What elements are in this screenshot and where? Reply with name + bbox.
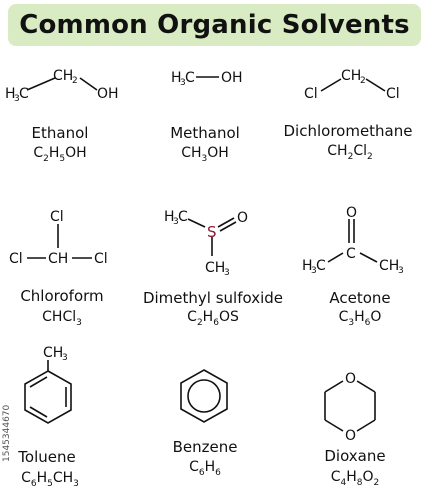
dioxane-atom-o-top: O bbox=[345, 371, 356, 387]
dmso-atom-h: H bbox=[164, 209, 175, 225]
acetone-atom-c-left: C bbox=[316, 258, 326, 274]
toluene-formula: C6H5CH3 bbox=[21, 470, 79, 489]
dichloromethane-name: Dichloromethane bbox=[283, 122, 413, 140]
dmso-atom-ch: CH bbox=[205, 260, 225, 276]
methanol-atom-oh: OH bbox=[221, 70, 243, 86]
ethanol-name: Ethanol bbox=[31, 124, 89, 142]
dioxane-bond-6 bbox=[356, 380, 376, 393]
acetone-atom-c-center: C bbox=[346, 246, 356, 262]
acetone-atom-o: O bbox=[346, 205, 357, 221]
dcm-atom-ch: CH bbox=[341, 68, 361, 84]
methanol-atom-h-sub: 3 bbox=[180, 78, 186, 88]
dioxane-name: Dioxane bbox=[324, 447, 386, 465]
acetone-atom-h: H bbox=[302, 258, 313, 274]
dcm-atom-cl-left: Cl bbox=[304, 86, 318, 102]
page-title: Common Organic Solvents bbox=[19, 10, 410, 40]
dmso-atom-ch-sub: 3 bbox=[224, 268, 230, 278]
ethanol-atom-h: H bbox=[5, 86, 16, 102]
chloroform-formula: CHCl3 bbox=[42, 309, 82, 328]
watermark-id: 1545344670 bbox=[2, 404, 12, 462]
dmso-name: Dimethyl sulfoxide bbox=[142, 289, 284, 307]
dioxane-formula: C4H8O2 bbox=[330, 469, 380, 488]
acetone-name: Acetone bbox=[329, 289, 391, 307]
title-banner: Common Organic Solvents bbox=[8, 4, 421, 46]
ethanol-bond-1 bbox=[26, 77, 56, 91]
chloroform-name: Chloroform bbox=[20, 287, 104, 305]
toluene-db-2 bbox=[29, 406, 48, 418]
toluene-db-3 bbox=[29, 376, 48, 388]
acetone-bond-right bbox=[359, 252, 378, 263]
dioxane-bond-4 bbox=[356, 419, 376, 432]
chloroform-atom-cl-left: Cl bbox=[9, 251, 23, 267]
ethanol-atom-oh: OH bbox=[97, 86, 119, 102]
chloroform-atom-cl-top: Cl bbox=[50, 209, 64, 225]
acetone-atom-h-sub: 3 bbox=[311, 266, 317, 276]
ethanol-atom-c: C bbox=[19, 86, 29, 102]
methanol-atom-c: C bbox=[185, 70, 195, 86]
ethanol-bond-2 bbox=[79, 77, 98, 91]
dmso-bond-s-o-a bbox=[217, 217, 235, 228]
dmso-formula: C2H6OS bbox=[187, 309, 239, 328]
ethanol-atom-ch: CH bbox=[53, 68, 73, 84]
dcm-bond-1 bbox=[320, 78, 342, 92]
benzene-formula: C6H6 bbox=[189, 459, 221, 478]
toluene-atom-ch: CH bbox=[43, 345, 63, 361]
dichloromethane-formula: CH2Cl2 bbox=[327, 143, 373, 162]
chloroform-atom-cl-right: Cl bbox=[94, 251, 108, 267]
toluene-name: Toluene bbox=[18, 448, 76, 466]
ethanol-atom-h-sub: 3 bbox=[14, 94, 20, 104]
dcm-bond-2 bbox=[365, 78, 386, 92]
dmso-bond-s-o-b bbox=[219, 221, 237, 232]
dmso-bond-1 bbox=[187, 218, 206, 228]
toluene-atom-ch-sub: 3 bbox=[62, 353, 68, 363]
dioxane-bond-3 bbox=[324, 419, 344, 432]
methanol-name: Methanol bbox=[170, 124, 240, 142]
toluene-ring bbox=[24, 370, 72, 424]
benzene-ring bbox=[180, 369, 228, 423]
chloroform-atom-ch: CH bbox=[48, 251, 68, 267]
ethanol-formula: C2H5OH bbox=[33, 145, 87, 164]
acetone-atom-ch: CH bbox=[379, 258, 399, 274]
dmso-atom-c: C bbox=[178, 209, 188, 225]
benzene-circle bbox=[187, 379, 221, 413]
dioxane-atom-o-bottom: O bbox=[345, 428, 356, 444]
acetone-formula: C3H6O bbox=[338, 309, 382, 328]
dmso-atom-h-sub: 3 bbox=[173, 217, 179, 227]
dcm-atom-cl-right: Cl bbox=[386, 86, 400, 102]
methanol-atom-h: H bbox=[171, 70, 182, 86]
ethanol-atom-ch-sub: 2 bbox=[72, 76, 78, 86]
dmso-atom-s: S bbox=[207, 223, 217, 241]
benzene-name: Benzene bbox=[172, 438, 238, 456]
acetone-atom-ch-sub: 3 bbox=[398, 266, 404, 276]
acetone-bond-left bbox=[327, 252, 344, 263]
dmso-atom-o: O bbox=[237, 210, 248, 226]
methanol-formula: CH3OH bbox=[181, 145, 229, 164]
dioxane-bond-1 bbox=[324, 380, 344, 393]
dcm-atom-ch-sub: 2 bbox=[360, 76, 366, 86]
